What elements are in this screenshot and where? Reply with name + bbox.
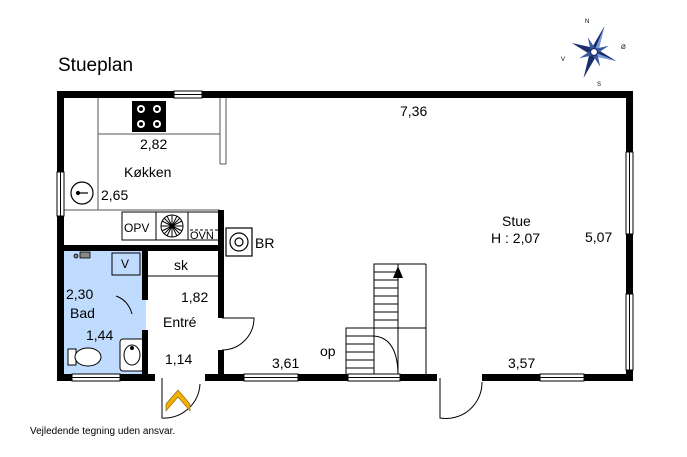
living-width-label: 7,36 bbox=[400, 103, 428, 119]
bath-name-label: Bad bbox=[70, 305, 95, 321]
kitchen-depth-label: 2,65 bbox=[101, 187, 129, 203]
bath-depth-label: 1,44 bbox=[86, 327, 114, 343]
kitchen-name-label: Køkken bbox=[124, 164, 172, 180]
living-height-label: H : 2,07 bbox=[491, 230, 541, 246]
appliance-row bbox=[121, 211, 221, 241]
compass-east-label: Ø bbox=[621, 45, 626, 51]
oven-label: OVN bbox=[190, 230, 214, 242]
compass-west-label: V bbox=[561, 57, 566, 63]
entry-depth-label: 1,82 bbox=[181, 289, 209, 305]
shower-icon bbox=[73, 251, 91, 259]
living-name-label: Stue bbox=[502, 213, 531, 229]
bath-width-label: 2,30 bbox=[66, 286, 94, 302]
stairs-up-label: op bbox=[320, 343, 336, 359]
basin-icon bbox=[119, 338, 145, 372]
interior-walls bbox=[57, 210, 224, 378]
disclaimer-text: Vejledende tegning uden ansvar. bbox=[30, 426, 176, 437]
stove-label: BR bbox=[255, 235, 275, 251]
stove-icon bbox=[225, 227, 253, 257]
closet-label: sk bbox=[174, 257, 188, 273]
stairs-up-arrow bbox=[393, 266, 403, 278]
fan-icon bbox=[160, 214, 184, 238]
entry-width-label: 1,14 bbox=[165, 351, 193, 367]
living-depth-label: 5,07 bbox=[585, 229, 613, 245]
kitchen-sink bbox=[70, 181, 94, 205]
closet-and-washer bbox=[111, 252, 218, 277]
entrance-arrow-icon bbox=[165, 389, 191, 412]
compass-south-label: S bbox=[597, 82, 602, 88]
washer-label: V bbox=[121, 257, 130, 271]
door-swings bbox=[115, 295, 483, 419]
living-bottom-left-label: 3,61 bbox=[272, 355, 300, 371]
dishwasher-label: OPV bbox=[124, 221, 150, 235]
living-bottom-right-label: 3,57 bbox=[508, 355, 536, 371]
compass-north-label: N bbox=[585, 19, 590, 25]
windows bbox=[56, 90, 634, 382]
staircase bbox=[345, 263, 427, 377]
cooktop bbox=[132, 101, 166, 132]
page-title: Stueplan bbox=[58, 55, 134, 76]
kitchen-width-label: 2,82 bbox=[140, 136, 168, 152]
toilet-icon bbox=[67, 347, 102, 367]
entry-name-label: Entré bbox=[163, 314, 197, 330]
compass-rose-icon bbox=[571, 26, 617, 78]
kitchen-counters bbox=[62, 97, 227, 211]
